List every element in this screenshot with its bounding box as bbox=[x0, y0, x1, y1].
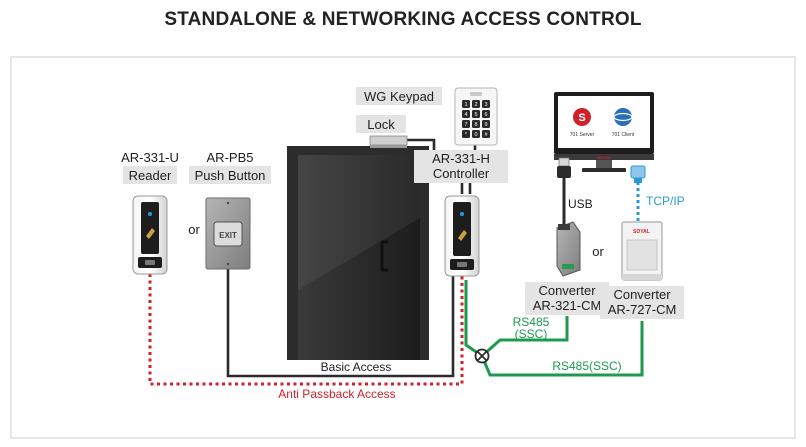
converter1-label-box bbox=[525, 282, 609, 315]
keypad-key bbox=[482, 100, 490, 108]
rs485-label-line1: RS485 bbox=[513, 315, 550, 329]
client-icon bbox=[614, 108, 632, 126]
wg-keypad-icon: 1 2 3 4 5 6 7 8 9 * 0 # bbox=[454, 87, 498, 146]
keypad-key bbox=[472, 130, 480, 138]
keypad-key bbox=[472, 110, 480, 118]
keypad-key bbox=[462, 100, 470, 108]
button-name-box bbox=[189, 166, 271, 184]
controller-model-label: AR-331-H bbox=[432, 151, 490, 166]
basic-access-wire bbox=[226, 268, 455, 378]
keypad-key bbox=[482, 110, 490, 118]
monitor-icon: S 701 Server 701 Client SOYAL bbox=[554, 92, 654, 172]
keypad-key-label: * bbox=[465, 132, 468, 138]
server-label: 701 Server bbox=[570, 132, 595, 138]
keypad-key-label: 4 bbox=[464, 112, 467, 118]
keypad-key-label: 1 bbox=[464, 102, 467, 108]
or-label-1: or bbox=[188, 222, 200, 237]
keypad-key-label: 8 bbox=[474, 122, 477, 128]
junction-icon bbox=[474, 348, 490, 364]
converter-usb-icon bbox=[556, 221, 581, 277]
keypad-key-label: 3 bbox=[484, 102, 487, 108]
converter2-label-box bbox=[600, 286, 684, 319]
usb-plug-icon bbox=[557, 157, 571, 178]
controller-device-icon bbox=[444, 195, 480, 277]
page-title: STANDALONE & NETWORKING ACCESS CONTROL bbox=[164, 9, 642, 30]
keypad-key bbox=[482, 130, 490, 138]
rs485-wire-converter1 bbox=[481, 316, 569, 358]
keypad-key bbox=[472, 120, 480, 128]
keypad-key-label: 2 bbox=[474, 102, 477, 108]
keypad-key-label: 7 bbox=[464, 122, 467, 128]
converter1-title: Converter bbox=[538, 283, 596, 298]
converter2-model: AR-727-CM bbox=[608, 302, 677, 317]
keypad-key-label: # bbox=[484, 132, 488, 138]
lock-label-box bbox=[356, 115, 406, 133]
reader-name-box bbox=[123, 166, 177, 184]
diagram-frame bbox=[10, 56, 796, 439]
lock-icon bbox=[369, 135, 408, 148]
button-name-label: Push Button bbox=[195, 168, 266, 183]
rs485-label-line2: (SSC) bbox=[515, 327, 548, 341]
basic-access-label: Basic Access bbox=[321, 360, 392, 374]
controller-label-box bbox=[414, 150, 508, 183]
keypad-key bbox=[462, 110, 470, 118]
anti-passback-label: Anti Passback Access bbox=[278, 387, 395, 401]
keypad-key-label: 0 bbox=[474, 132, 477, 138]
lock-label: Lock bbox=[367, 117, 395, 132]
keypad-key bbox=[462, 130, 470, 138]
push-button-icon: EXIT bbox=[205, 197, 251, 270]
keypad-key-label: 9 bbox=[484, 122, 487, 128]
converter-tcpip-icon: SOYAL bbox=[621, 221, 663, 281]
usb-label: USB bbox=[568, 197, 593, 211]
converter-brand-label: SOYAL bbox=[633, 229, 650, 235]
reader-name-label: Reader bbox=[129, 168, 172, 183]
keypad-key-label: 5 bbox=[474, 112, 477, 118]
rs485-wire-converter2 bbox=[480, 321, 644, 377]
anti-passback-wire bbox=[148, 274, 464, 386]
server-icon bbox=[573, 108, 591, 126]
or-label-2: or bbox=[592, 244, 604, 259]
client-label: 701 Client bbox=[612, 132, 635, 138]
monitor-brand-label: SOYAL bbox=[597, 155, 611, 160]
button-model-label: AR-PB5 bbox=[207, 150, 254, 165]
controller-name-label: Controller bbox=[433, 166, 490, 181]
rs485-wire-controller bbox=[464, 280, 483, 358]
keypad-key bbox=[482, 120, 490, 128]
wg-keypad-label: WG Keypad bbox=[364, 89, 434, 104]
wg-keypad-label-box bbox=[356, 87, 442, 105]
exit-label: EXIT bbox=[219, 231, 237, 240]
keypad-key bbox=[472, 100, 480, 108]
keypad-key bbox=[462, 120, 470, 128]
tcpip-label: TCP/IP bbox=[646, 194, 685, 208]
door-icon bbox=[287, 146, 429, 360]
converter1-model: AR-321-CM bbox=[533, 298, 602, 313]
converter2-title: Converter bbox=[613, 287, 671, 302]
svg-text:S: S bbox=[578, 112, 585, 124]
keypad-key-label: 6 bbox=[484, 112, 487, 118]
rj45-plug-icon bbox=[630, 165, 646, 183]
rs485-ssc-label: RS485(SSC) bbox=[552, 359, 621, 373]
reader-model-label: AR-331-U bbox=[121, 150, 179, 165]
reader-device-icon bbox=[132, 195, 168, 275]
